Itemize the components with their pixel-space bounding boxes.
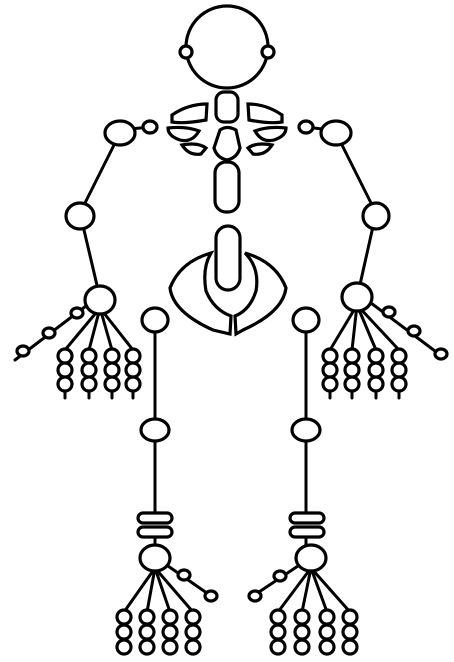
right-side-toe-bead-1: [274, 571, 286, 581]
right-foot-toe-4-bead-3: [343, 640, 357, 654]
left-scapula: [168, 127, 199, 140]
left-foot-toe-1-bead-1: [117, 610, 131, 624]
right-foot-toe-2-bead-2: [295, 625, 309, 639]
left-thumb-bead-1: [71, 308, 83, 318]
right-clavicle: [248, 104, 282, 123]
right-hand-finger-4-bead-3: [392, 377, 406, 391]
left-foot-toe-4-bead-3: [186, 640, 200, 654]
left-side-toe-bead-2: [205, 591, 217, 601]
left-side-toe-bead-1: [178, 570, 190, 580]
right-foot-toe-3-bead-2: [320, 625, 334, 639]
right-hand-finger-3-bead-2: [369, 363, 383, 377]
right-shoulder-joint: [321, 121, 351, 145]
left-hand-finger-3-bead-3: [105, 377, 119, 391]
right-knee-joint: [292, 419, 320, 441]
left-hand-finger-1-bead-3: [58, 377, 72, 391]
left-knee-joint: [141, 419, 169, 441]
pelvis-right: [235, 253, 286, 334]
right-ankle-bar-2: [290, 527, 324, 537]
right-ear: [262, 46, 274, 58]
right-thumb-bead-1: [383, 307, 395, 317]
right-foot-toe-1-bead-2: [271, 625, 285, 639]
right-hand-finger-2-bead-1: [345, 349, 359, 363]
right-scapula: [255, 127, 286, 140]
right-foot-toe-2-bead-1: [295, 610, 309, 624]
right-hand-finger-4-bead-1: [392, 349, 406, 363]
left-wrist-joint: [85, 286, 115, 314]
right-foot-toe-3-bead-1: [320, 610, 334, 624]
left-clavicle: [172, 104, 207, 123]
left-hand-finger-4-bead-1: [126, 349, 140, 363]
left-scapula-lower: [182, 144, 206, 154]
right-hand-finger-1-bead-1: [323, 349, 337, 363]
left-thumb-bead-2: [43, 328, 55, 338]
left-foot-toe-3-bead-1: [163, 610, 177, 624]
spine-lower: [216, 226, 240, 290]
left-heel-joint: [140, 545, 170, 571]
right-hand-finger-1-bead-3: [323, 377, 337, 391]
right-foot-toe-line-3: [311, 568, 327, 612]
left-foot-toe-4-bead-2: [186, 625, 200, 639]
right-hand-finger-4-bead-2: [392, 363, 406, 377]
right-thumb-bead-2: [408, 326, 420, 336]
left-foot-toe-3-bead-2: [163, 625, 177, 639]
left-ear: [180, 46, 192, 58]
left-hand-finger-1-bead-1: [58, 349, 72, 363]
right-hand-finger-3-bead-3: [369, 377, 383, 391]
left-foot-toe-1-bead-3: [117, 640, 131, 654]
right-foot-toe-1-bead-1: [271, 610, 285, 624]
left-hand-finger-2-bead-3: [82, 377, 96, 391]
right-hand-finger-2-bead-2: [345, 363, 359, 377]
right-wrist-joint: [342, 283, 372, 311]
right-foot-toe-1-bead-3: [271, 640, 285, 654]
spine-upper: [215, 162, 239, 212]
right-foot-toe-line-4: [311, 568, 350, 612]
left-shoulder-small-joint: [143, 121, 157, 133]
right-scapula-lower: [248, 144, 272, 154]
left-thumb-bead-3: [17, 346, 29, 356]
right-foot-toe-4-bead-1: [343, 610, 357, 624]
left-foot-toe-2-bead-2: [140, 625, 154, 639]
left-hip-joint: [142, 308, 168, 332]
right-shoulder-small-joint: [299, 121, 313, 133]
left-hand-finger-4-bead-3: [126, 377, 140, 391]
left-ankle-bar-1: [138, 513, 172, 523]
left-foot-toe-1-bead-2: [117, 625, 131, 639]
left-hand-finger-1-bead-2: [58, 363, 72, 377]
left-foot-toe-2-bead-3: [140, 640, 154, 654]
right-side-toe-bead-2: [249, 591, 261, 601]
right-foot-toe-3-bead-3: [320, 640, 334, 654]
left-hand-finger-2-bead-1: [82, 349, 96, 363]
left-hand-finger-3-bead-1: [105, 349, 119, 363]
right-hand-finger-2-bead-3: [345, 377, 359, 391]
sternum-bone: [214, 128, 240, 161]
left-foot-toe-2-bead-1: [140, 610, 154, 624]
left-hand-finger-3-bead-2: [105, 363, 119, 377]
right-foot-toe-2-bead-3: [295, 640, 309, 654]
left-elbow-joint: [66, 203, 94, 229]
right-ankle-bar-1: [290, 513, 324, 523]
left-shoulder-joint: [105, 121, 135, 145]
left-foot-toe-4-bead-1: [186, 610, 200, 624]
right-elbow-joint: [363, 203, 389, 229]
left-foot-toe-3-bead-3: [163, 640, 177, 654]
right-hip-joint: [293, 308, 319, 332]
left-ankle-bar-2: [138, 527, 172, 537]
left-hand-finger-4-bead-2: [126, 363, 140, 377]
head: [186, 6, 268, 88]
right-heel-joint: [296, 545, 326, 571]
left-hand-finger-2-bead-2: [82, 363, 96, 377]
neck-bone: [216, 92, 238, 122]
right-hand-finger-1-bead-2: [323, 363, 337, 377]
right-thumb-bead-3: [435, 349, 447, 359]
right-foot-toe-4-bead-2: [343, 625, 357, 639]
right-hand-finger-3-bead-1: [369, 349, 383, 363]
